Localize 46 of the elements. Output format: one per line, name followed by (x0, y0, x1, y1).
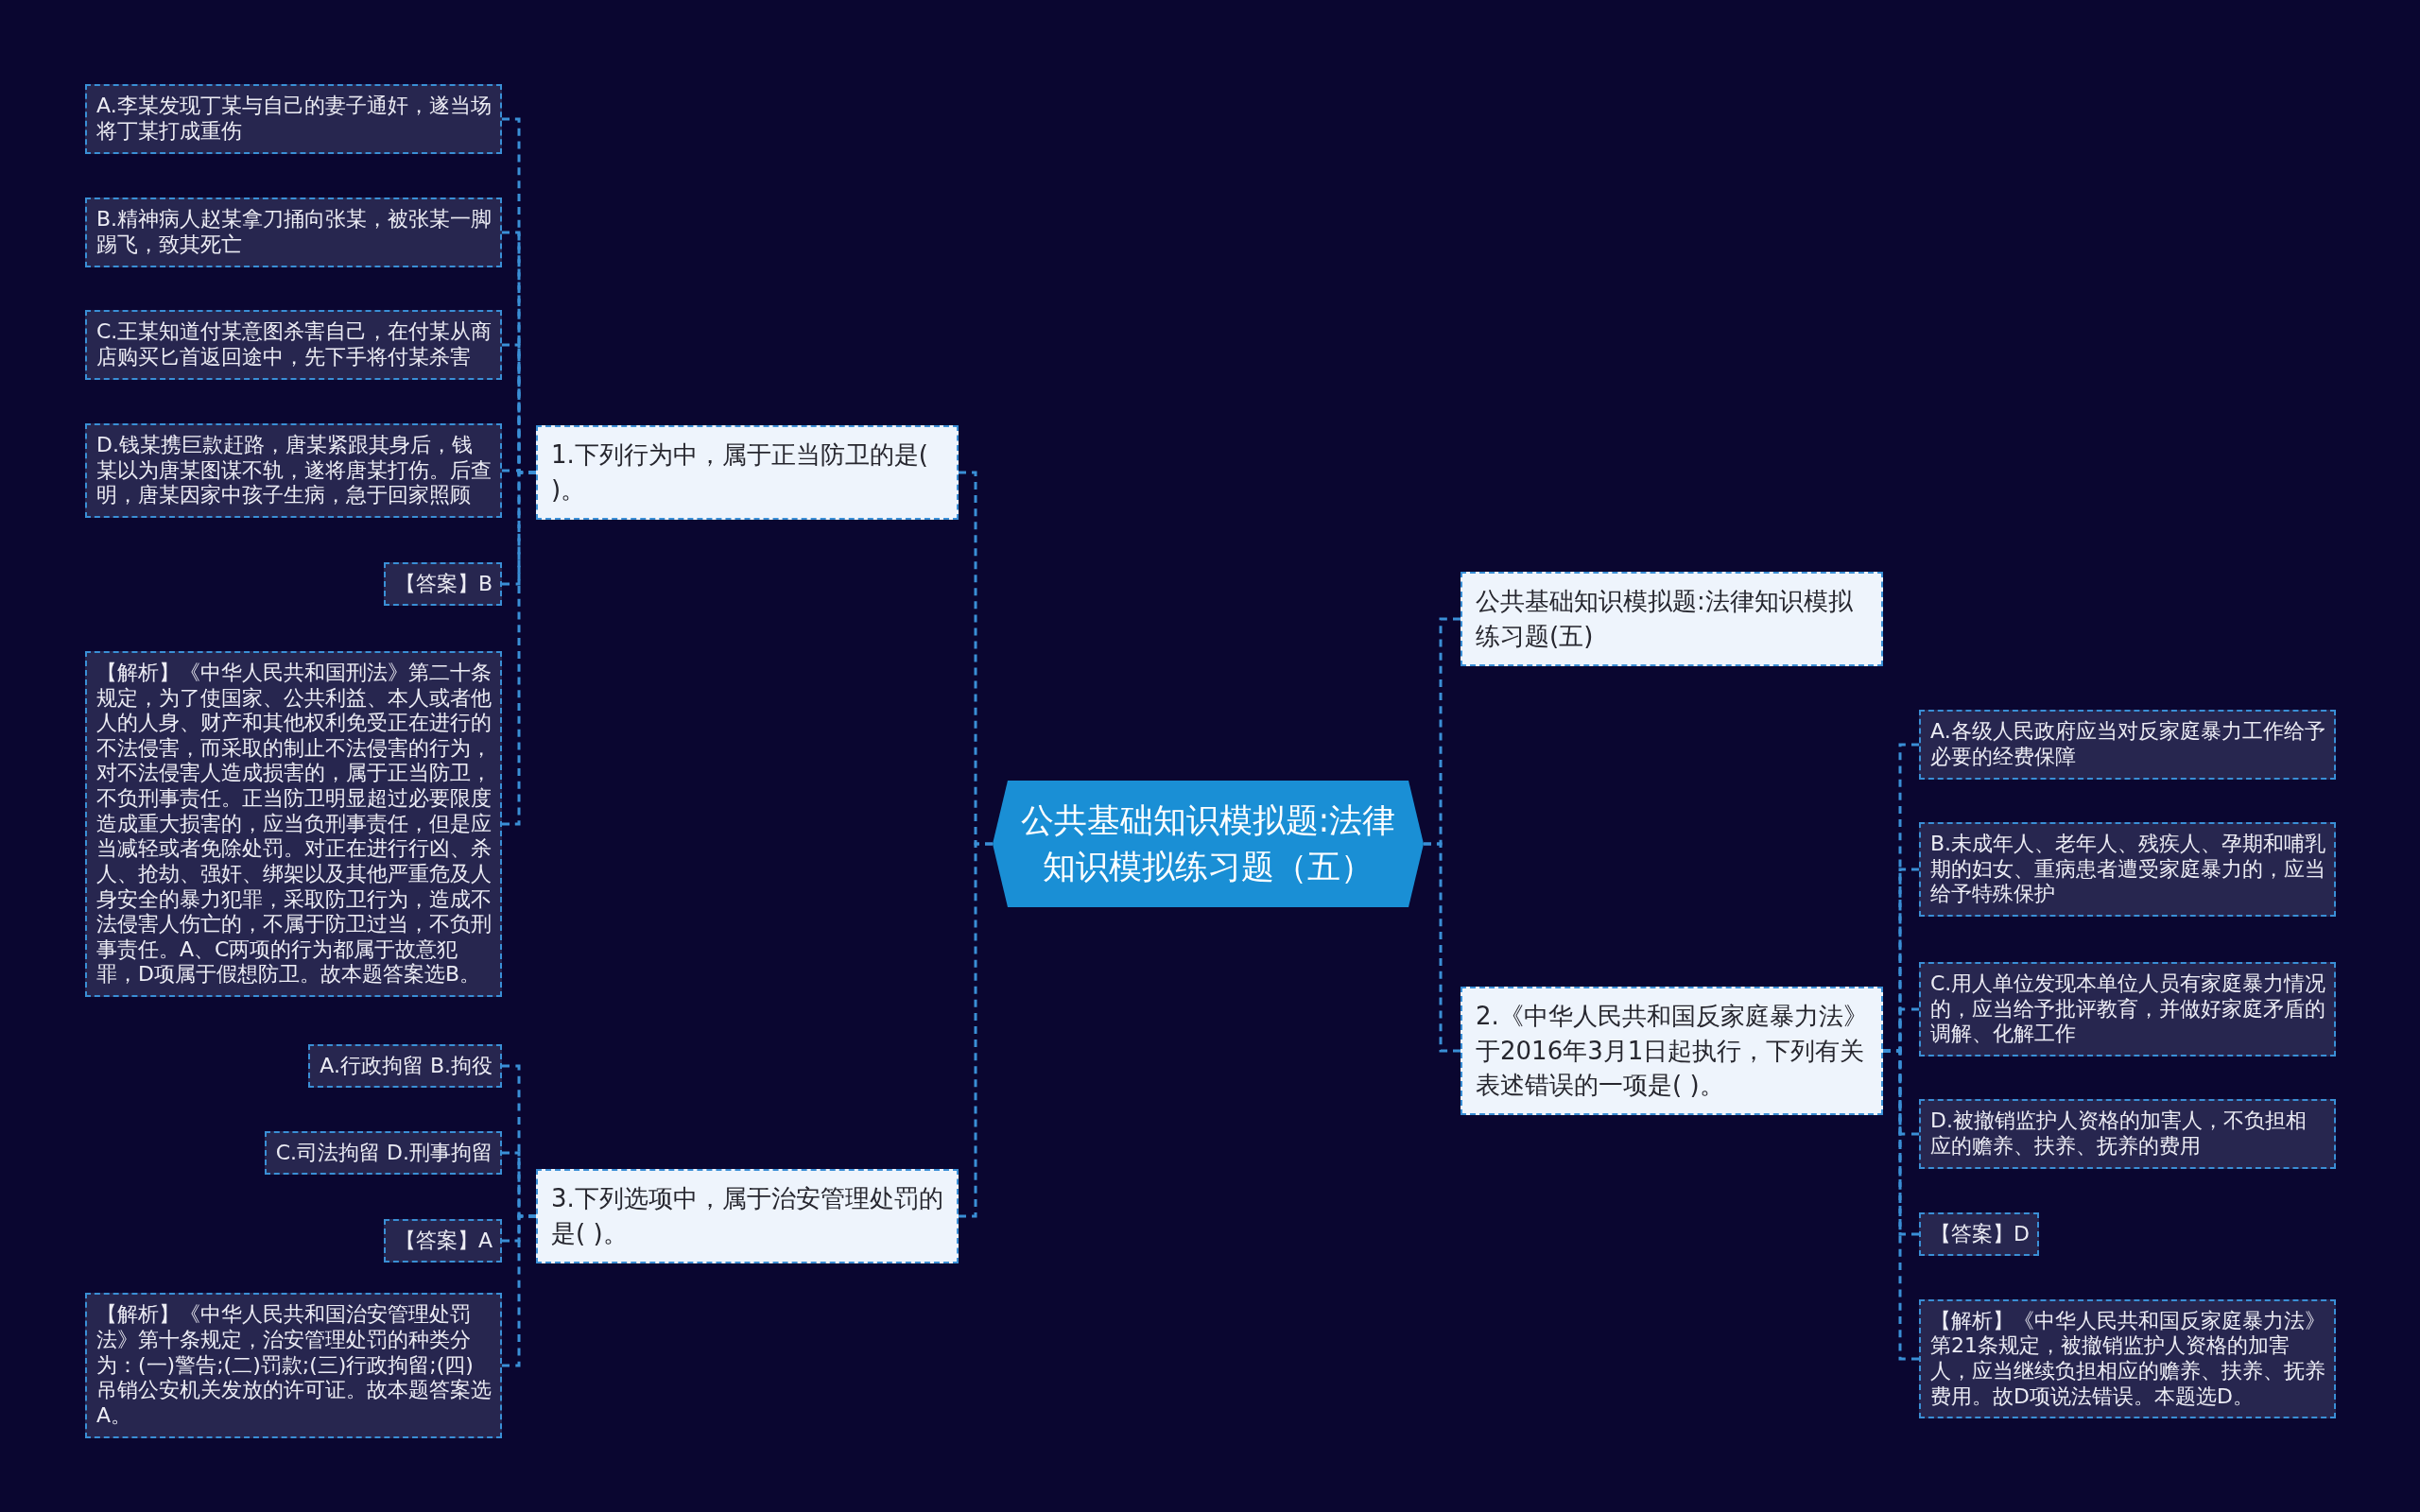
connector-line (502, 1214, 536, 1367)
subtopic-box (264, 1130, 502, 1176)
connector-line (502, 471, 536, 826)
subtopic-text: 【解析】《中华人民共和国反家庭暴力法》第21条规定，被撤销监护人资格的加害人，应当继续负担相应的赡养、扶养、抚养费用。故D项说法错误。本题选D。 (1930, 1308, 2326, 1410)
topic-text: 3.下列选项中，属于治安管理处罚的是( )。 (551, 1183, 943, 1249)
topic-box (536, 425, 959, 520)
subtopic-text: B.未成年人、老年人、残疾人、孕期和哺乳期的妇女、重病患者遭受家庭暴力的，应当给予特殊保护 (1930, 832, 2326, 907)
subtopic-text: 【解析】《中华人民共和国治安管理处罚法》第十条规定，治安管理处罚的种类分为：(一)警告;(二)罚款;(三)行政拘留;(四)吊销公安机关发放的许可证。故本题答案选A。 (96, 1302, 493, 1429)
topic-box (536, 1169, 959, 1263)
subtopic-text: B.精神病人赵某拿刀捅向张某，被张某一脚踢飞，致其死亡 (96, 207, 493, 258)
topic-box (1461, 987, 1883, 1115)
subtopic-box (85, 310, 502, 380)
subtopic-text: 【答案】D (1930, 1221, 2030, 1247)
subtopic-box (1919, 710, 2336, 780)
subtopic-text: 【答案】B (394, 571, 493, 597)
connector-line (959, 842, 993, 1218)
subtopic-text: D.被撤销监护人资格的加害人，不负担相应的赡养、扶养、抚养的费用 (1930, 1108, 2308, 1160)
subtopic-box (308, 1043, 502, 1089)
subtopic-box (1919, 1298, 2336, 1419)
subtopic-text: A.各级人民政府应当对反家庭暴力工作给予必要的经费保障 (1930, 719, 2326, 770)
subtopic-text: 【解析】《中华人民共和国刑法》第二十条规定，为了使国家、公共利益、本人或者他人的人身、财产和其他权利免受正在进行的不法侵害，而采取的制止不法侵害的行为，对不法侵害人造成损害的，属于正当防卫，不负刑事责任。正当防卫明显超过必要限度造成重大损害的，应当负刑事责任，但是应当减轻或者免除处罚。对正在进行行凶、杀人、抢劫、强奸、绑架以及其他严重危及人身安全的暴力犯罪，采取防卫行为，造成不法侵害人伤亡的，不属于防卫过当，不负刑事责任。A、C两项的行为都属于故意犯罪，D项属于假想防卫。故本题答案选B。 (96, 661, 493, 988)
subtopic-text: 【答案】A (394, 1228, 493, 1254)
subtopic-box (85, 198, 502, 267)
subtopic-box (383, 1218, 502, 1263)
topic-box (1461, 572, 1883, 666)
connector-line (1424, 842, 1461, 1053)
subtopic-text: C.司法拘留 D.刑事拘留 (275, 1140, 493, 1166)
central-topic (993, 781, 1424, 907)
subtopic-box (1919, 962, 2336, 1057)
central-topic-text: 公共基础知识模拟题:法律知识模拟练习题（五） (1019, 800, 1397, 887)
topic-text: 公共基础知识模拟题:法律知识模拟练习题(五) (1476, 586, 1854, 652)
subtopic-box (1919, 822, 2336, 917)
subtopic-text: C.用人单位发现本单位人员有家庭暴力情况的，应当给予批评教育，并做好家庭矛盾的调解、化解工作 (1930, 971, 2326, 1047)
subtopic-box (85, 84, 502, 154)
subtopic-box (85, 1293, 502, 1438)
subtopic-text: A.行政拘留 B.拘役 (320, 1053, 493, 1079)
subtopic-text: D.钱某携巨款赶路，唐某紧跟其身后，钱某以为唐某图谋不轨，遂将唐某打伤。后查明，唐某因家中孩子生病，急于回家照顾 (96, 433, 493, 508)
subtopic-box (383, 561, 502, 607)
topic-text: 2.《中华人民共和国反家庭暴力法》于2016年3月1日起执行，下列有关表述错误的一项是( )。 (1476, 1001, 1868, 1102)
subtopic-box (85, 423, 502, 518)
subtopic-box (1919, 1099, 2336, 1169)
subtopic-box (1919, 1211, 2039, 1257)
topic-text: 1.下列行为中，属于正当防卫的是( )。 (551, 439, 929, 506)
connector-line (1883, 1049, 1919, 1361)
subtopic-text: A.李某发现丁某与自己的妻子通奸，遂当场将丁某打成重伤 (96, 94, 493, 145)
subtopic-text: C.王某知道付某意图杀害自己，在付某从商店购买匕首返回途中，先下手将付某杀害 (96, 319, 493, 370)
